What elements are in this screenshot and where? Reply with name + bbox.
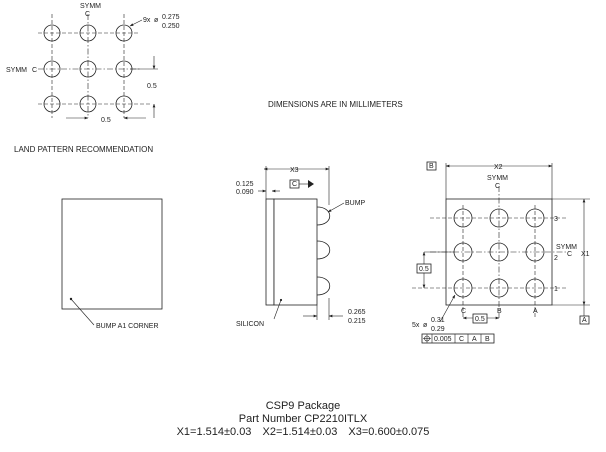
bump bbox=[316, 276, 331, 296]
ball-dia-min: 0.29 bbox=[431, 326, 445, 333]
fcf-datum-a: A bbox=[472, 336, 477, 343]
bump-height-min: 0.215 bbox=[348, 318, 366, 325]
land-diam-min: 0.250 bbox=[162, 23, 180, 30]
diameter-icon: ø bbox=[154, 17, 159, 24]
land-cl-left: C bbox=[32, 67, 37, 74]
land-pad-grid bbox=[43, 24, 133, 113]
bump-label: BUMP bbox=[345, 200, 366, 207]
fcf-tolerance: 0.005 bbox=[434, 336, 452, 343]
x3-value: X3=0.600±0.075 bbox=[348, 426, 430, 438]
position-icon bbox=[423, 334, 431, 343]
land-symm-top: SYMM bbox=[80, 3, 101, 10]
bottom-pitch-h-box bbox=[472, 313, 488, 324]
bump bbox=[316, 240, 331, 260]
top-view: BUMP A1 CORNER bbox=[61, 198, 163, 330]
solder-ball bbox=[525, 208, 545, 228]
backside-layer bbox=[265, 198, 275, 306]
land-pad bbox=[115, 95, 133, 113]
x1-value: X1=1.514±0.03 bbox=[176, 426, 252, 438]
col-label-c: C bbox=[461, 308, 466, 315]
land-diam-count: 9x bbox=[143, 17, 151, 24]
drawing-caption: CSP9 Package Part Number CP2210ITLX X1=1… bbox=[0, 400, 606, 439]
wafer-tol-min: 0.090 bbox=[236, 189, 254, 196]
land-pad bbox=[43, 95, 61, 113]
bottom-view: B X2 SYMM C 3 2 1 bbox=[412, 161, 590, 344]
x1-dim-label: X1 bbox=[581, 251, 590, 258]
land-pad bbox=[79, 24, 97, 42]
col-label-b: B bbox=[497, 308, 502, 315]
bottom-symm-top: SYMM bbox=[487, 175, 508, 182]
die-outline bbox=[61, 198, 163, 310]
x2-value: X2=1.514±0.03 bbox=[262, 426, 338, 438]
row-label-2: 2 bbox=[554, 255, 558, 262]
bump-a1-label: BUMP A1 CORNER bbox=[96, 323, 159, 330]
solder-ball bbox=[489, 278, 509, 298]
row-label-1: 1 bbox=[554, 286, 558, 293]
solder-ball bbox=[489, 242, 509, 262]
silicon-label: SILICON bbox=[236, 321, 264, 328]
solder-ball bbox=[525, 278, 545, 298]
bump bbox=[316, 206, 331, 226]
row-label-3: 3 bbox=[554, 216, 558, 223]
solder-ball bbox=[525, 242, 545, 262]
land-diam-max: 0.275 bbox=[162, 14, 180, 21]
ball-dia-max: 0.31 bbox=[431, 317, 445, 324]
land-pad bbox=[115, 24, 133, 42]
datum-a-letter: A bbox=[582, 317, 587, 324]
land-pitch-h: 0.5 bbox=[101, 117, 111, 124]
land-pattern-title: LAND PATTERN RECOMMENDATION bbox=[14, 145, 153, 154]
bottom-cl-right: C bbox=[567, 251, 572, 258]
solder-ball bbox=[453, 208, 473, 228]
fcf-datum-c: C bbox=[459, 336, 464, 343]
bump-height-max: 0.265 bbox=[348, 309, 366, 316]
x2-dim-label: X2 bbox=[494, 164, 503, 171]
feature-control-frame: 0.005 C A B bbox=[421, 333, 495, 344]
part-number: Part Number CP2210ITLX bbox=[238, 413, 368, 425]
land-pitch-v: 0.5 bbox=[147, 83, 157, 90]
land-pad bbox=[43, 24, 61, 42]
land-symm-left: SYMM bbox=[6, 67, 27, 74]
fcf-datum-b: B bbox=[485, 336, 490, 343]
solder-ball bbox=[453, 278, 473, 298]
silicon-body bbox=[273, 198, 318, 306]
land-pattern-view: SYMM C SYMM C 9x ø 0.275 0.250 0.5 0.5 L… bbox=[6, 3, 180, 154]
units-note: DIMENSIONS ARE IN MILLIMETERS bbox=[268, 100, 403, 109]
land-pad bbox=[79, 60, 97, 78]
col-label-a: A bbox=[533, 308, 538, 315]
side-view: X3 C 0.125 0.090 BUMP SILICON 0.265 0.21… bbox=[236, 166, 366, 328]
land-pad bbox=[43, 60, 61, 78]
datum-b-box bbox=[426, 161, 437, 171]
land-cl-top: C bbox=[85, 11, 90, 18]
bottom-pitch-v: 0.5 bbox=[419, 266, 429, 273]
solder-ball bbox=[489, 208, 509, 228]
datum-b-letter: B bbox=[429, 163, 434, 170]
bottom-pitch-h: 0.5 bbox=[475, 316, 485, 323]
land-pad bbox=[79, 95, 97, 113]
datum-c-letter: C bbox=[292, 181, 297, 188]
wafer-tol-max: 0.125 bbox=[236, 181, 254, 188]
diameter-icon: ø bbox=[423, 322, 428, 329]
bottom-cl-top: C bbox=[495, 183, 500, 190]
x3-dim-label: X3 bbox=[290, 167, 299, 174]
dimension-summary: X1=1.514±0.03 X2=1.514±0.03 X3=0.600±0.0… bbox=[0, 426, 606, 439]
datum-a-box bbox=[579, 315, 590, 325]
bottom-symm-right: SYMM bbox=[556, 244, 577, 251]
package-name: CSP9 Package bbox=[265, 400, 341, 412]
bottom-pitch-v-box bbox=[416, 263, 432, 274]
ball-count: 5x bbox=[412, 322, 420, 329]
